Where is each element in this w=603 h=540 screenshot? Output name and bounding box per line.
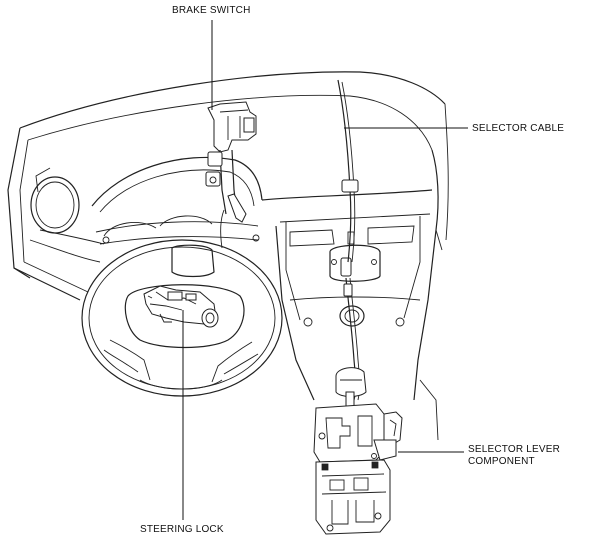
steering-wheel bbox=[81, 239, 283, 397]
dashboard bbox=[7, 71, 449, 441]
steering-lock-assembly bbox=[143, 285, 219, 328]
label-steering-lock: STEERING LOCK bbox=[140, 524, 224, 535]
selector-lever-component bbox=[313, 367, 403, 535]
leader-lines bbox=[182, 20, 468, 520]
label-brake-switch: BRAKE SWITCH bbox=[172, 5, 251, 16]
label-selector-lever-line2: COMPONENT bbox=[468, 456, 535, 467]
label-selector-cable: SELECTOR CABLE bbox=[472, 123, 564, 134]
label-selector-lever-line1: SELECTOR LEVER bbox=[468, 444, 560, 455]
brake-switch-assembly bbox=[205, 101, 257, 249]
